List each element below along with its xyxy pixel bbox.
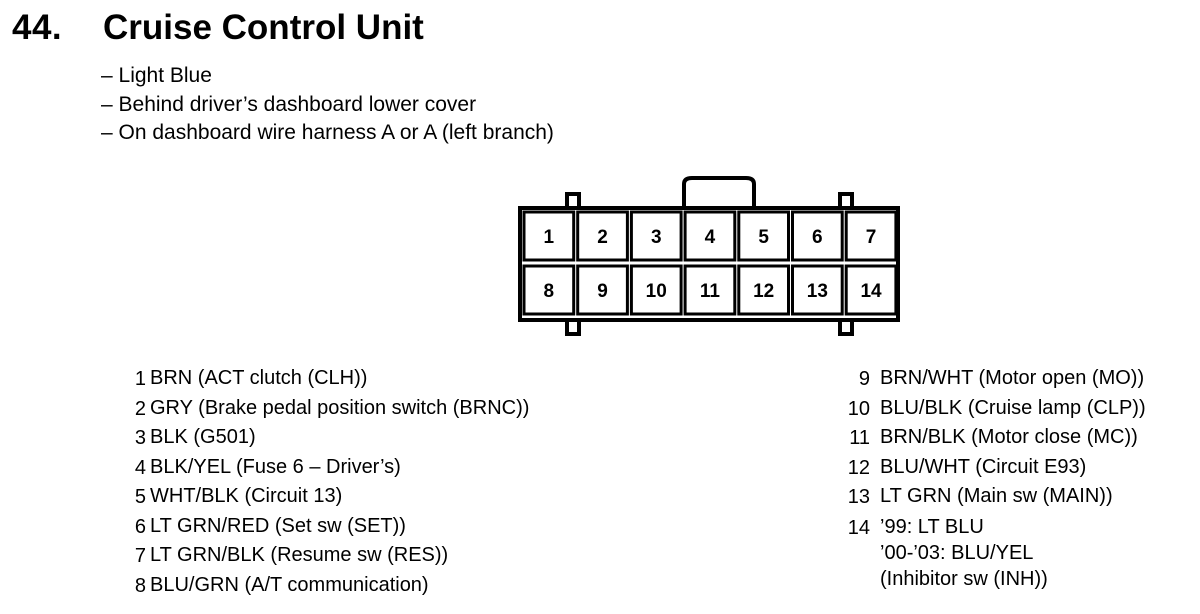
pin-entry-description: GRY (Brake pedal position switch (BRNC)) [150, 396, 530, 419]
pin-entry-description: BRN/BLK (Motor close (MC)) [880, 426, 1138, 448]
pin-entry-description: BLU/WHT (Circuit E93) [880, 455, 1087, 478]
page-title: Cruise Control Unit [103, 8, 424, 47]
pin-entry-number: 4 [134, 456, 146, 479]
pin-number-9: 9 [597, 281, 608, 302]
pin-entry-9: 9 BRN/WHT (Motor open (MO)) [836, 365, 1146, 395]
pin-number-14: 14 [860, 281, 882, 302]
pin-number-2: 2 [597, 227, 608, 248]
pin-entry-description: BLU/BLK (Cruise lamp (CLP)) [880, 396, 1146, 419]
pin-number-1: 1 [544, 227, 555, 248]
pin-entry-description: LT GRN/RED (Set sw (SET)) [150, 514, 406, 537]
pin-entry-description: BLU/GRN (A/T communication) [150, 573, 429, 596]
pin-entry-number: 12 [847, 456, 870, 479]
pin-number-3: 3 [651, 227, 662, 248]
pin-entry-description-line: ’99: LT BLU [880, 515, 984, 538]
pin-cavity-13 [791, 264, 844, 316]
pin-entry-number: 5 [134, 486, 146, 508]
pin-list-right: 9 BRN/WHT (Motor open (MO)) 10 BLU/BLK (Cru… [836, 365, 1146, 592]
pin-number-11: 11 [700, 281, 721, 302]
pin-entry-description: LT GRN (Main sw (MAIN)) [880, 485, 1113, 507]
pin-entry-number: 13 [847, 486, 870, 508]
connector-info: – Light Blue – Behind driver’s dashboard… [101, 62, 554, 148]
connector-post-top-left [565, 192, 581, 210]
pin-number-6: 6 [812, 227, 823, 248]
connector-location: – Behind driver’s dashboard lower cover [101, 92, 477, 116]
pin-number-13: 13 [807, 281, 828, 302]
connector-post-top-right [838, 192, 854, 210]
pin-entry-number: 9 [858, 368, 870, 390]
pin-entry-number: 10 [847, 397, 870, 420]
pin-entry-description: BLK/YEL (Fuse 6 – Driver’s) [150, 455, 401, 478]
pin-cavity-3 [629, 210, 683, 262]
pin-cavity-11 [683, 264, 737, 316]
pin-cavity-4 [683, 210, 737, 262]
connector-color: – Light Blue [101, 64, 212, 87]
pin-entry-description: WHT/BLK (Circuit 13) [150, 485, 343, 507]
pin-entry-number: 1 [134, 368, 146, 390]
pin-cavity-12 [737, 264, 791, 316]
pin-number-8: 8 [544, 281, 555, 302]
pin-entry-10: 10 BLU/BLK (Cruise lamp (CLP)) [836, 395, 1146, 425]
connector-post-bottom-left [565, 318, 581, 336]
pin-number-7: 7 [866, 227, 877, 248]
pin-cavity-1 [522, 210, 576, 262]
pin-number-10: 10 [646, 281, 667, 302]
pin-number-5: 5 [758, 227, 769, 248]
pin-entry-description-line: (Inhibitor sw (INH)) [880, 567, 1048, 590]
pin-entry-description: BRN/WHT (Motor open (MO)) [880, 367, 1145, 389]
pin-entry-13: 13 LT GRN (Main sw (MAIN)) [836, 483, 1146, 513]
pin-number-12: 12 [753, 281, 774, 302]
pin-cavity-7 [844, 210, 898, 262]
pin-cavity-8 [522, 264, 576, 316]
pin-entry-description: ’99: LT BLU ’00-’03: BLU/YEL (Inhibitor sw… [880, 514, 1048, 592]
pin-entry-number: 8 [134, 574, 146, 597]
pin-entry-11: 11 BRN/BLK (Motor close (MC)) [836, 424, 1146, 454]
pin-entry-14: 14 ’99: LT BLU ’00-’03: BLU/YEL (Inhibitor … [836, 513, 1146, 592]
pin-entry-description: BRN (ACT clutch (CLH)) [150, 367, 368, 389]
connector-body [518, 206, 900, 322]
pin-cavity-5 [737, 210, 791, 262]
pin-entry-number: 7 [134, 545, 146, 567]
pin-entry-description-line: ’00-’03: BLU/YEL [880, 541, 1034, 564]
pin-entry-description: BLK (G501) [150, 426, 256, 448]
pin-cavity-6 [791, 210, 844, 262]
connector-latch [682, 176, 756, 208]
section-number: 44. [12, 8, 63, 47]
pin-entry-description: LT GRN/BLK (Resume sw (RES)) [150, 544, 449, 566]
pin-entry-number: 2 [134, 397, 146, 420]
connector-harness: – On dashboard wire harness A or A (left… [101, 121, 554, 144]
pin-cavity-9 [576, 264, 629, 316]
pin-entry-number: 6 [134, 515, 146, 538]
pin-entry-number: 11 [849, 427, 870, 449]
pin-entry-number: 3 [134, 427, 146, 449]
pin-cavity-10 [629, 264, 683, 316]
connector-post-bottom-right [838, 318, 854, 336]
pin-cavity-14 [844, 264, 898, 316]
pin-number-4: 4 [705, 227, 716, 248]
pin-entry-12: 12 BLU/WHT (Circuit E93) [836, 454, 1146, 484]
pin-cavity-2 [576, 210, 629, 262]
pin-entry-number: 14 [847, 516, 870, 539]
